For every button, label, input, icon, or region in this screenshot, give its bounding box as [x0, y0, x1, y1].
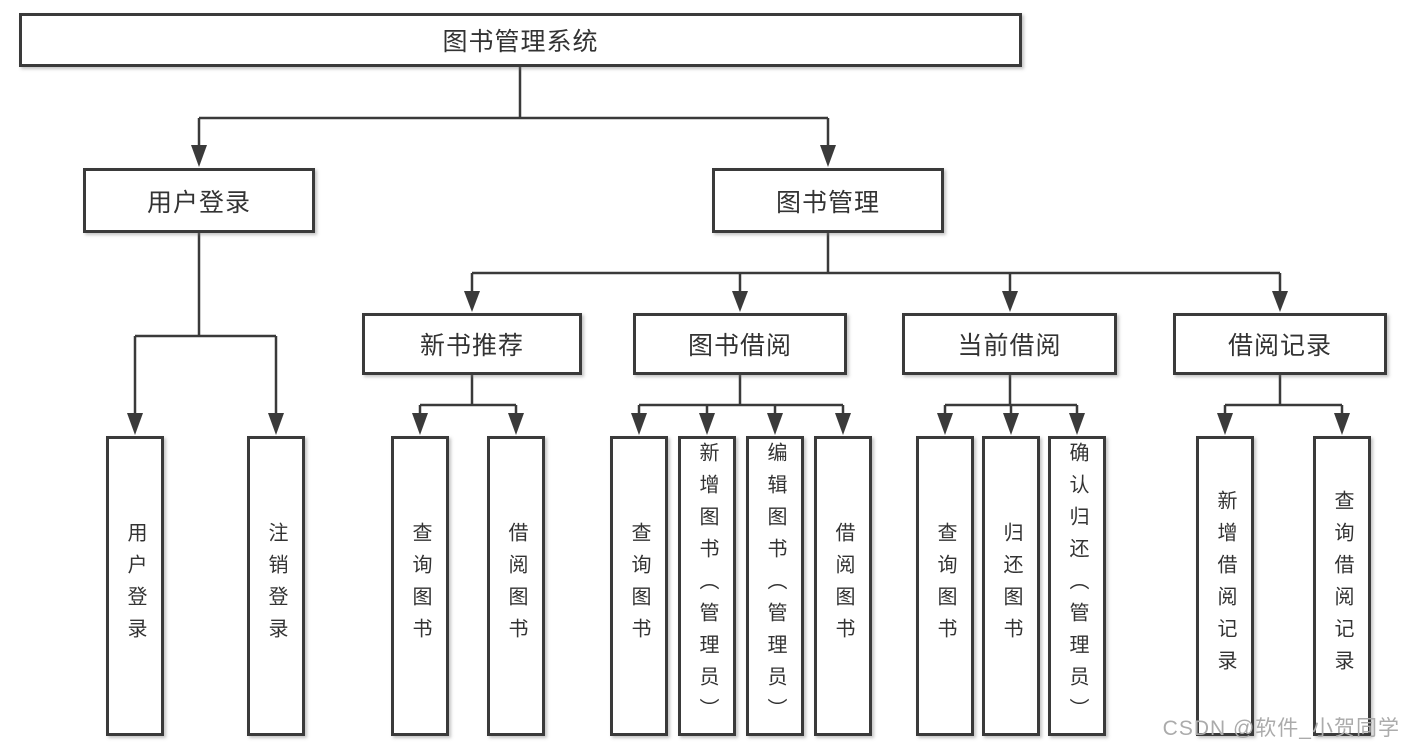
leaf-bb-query-book: 查询图书 — [610, 436, 668, 736]
leaf-br-add-record: 新增借阅记录 — [1196, 436, 1254, 736]
connector-root — [197, 67, 830, 146]
leaf-br-query-record-label: 查询借阅记录 — [1331, 490, 1353, 682]
leaf-bb-edit-book-admin: 编辑图书（管理员） — [746, 436, 804, 736]
leaf-bb-borrow-book: 借阅图书 — [814, 436, 872, 736]
leaf-bb-add-book-admin: 新增图书（管理员） — [678, 436, 736, 736]
leaf-nb-borrow-book: 借阅图书 — [487, 436, 545, 736]
leaf-bb-borrow-book-label: 借阅图书 — [832, 522, 854, 650]
node-user-login-label: 用户登录 — [146, 188, 251, 217]
leaf-cb-query-book: 查询图书 — [916, 436, 974, 736]
leaf-bb-add-book-admin-label: 新增图书（管理员） — [696, 442, 718, 730]
node-root-label: 图书管理系统 — [442, 28, 599, 56]
leaf-cb-return-book: 归还图书 — [982, 436, 1040, 736]
leaf-nb-query-book: 查询图书 — [391, 436, 449, 736]
connector-book-borrow — [637, 375, 845, 413]
node-current-borrow: 当前借阅 — [902, 313, 1117, 375]
connector-user-login — [133, 233, 278, 413]
leaf-br-add-record-label: 新增借阅记录 — [1214, 490, 1236, 682]
leaf-user-login-label: 用户登录 — [124, 522, 146, 650]
leaf-bb-query-book-label: 查询图书 — [628, 522, 650, 650]
leaf-cb-confirm-return-admin-label: 确认归还（管理员） — [1066, 442, 1088, 730]
leaf-cb-return-book-label: 归还图书 — [1000, 522, 1022, 650]
leaf-bb-edit-book-admin-label: 编辑图书（管理员） — [764, 442, 786, 730]
connector-borrow-record — [1223, 375, 1344, 413]
leaf-cb-query-book-label: 查询图书 — [934, 522, 956, 650]
node-book-management-label: 图书管理 — [775, 188, 880, 217]
node-new-book-recommend: 新书推荐 — [362, 313, 582, 375]
arrowheads — [127, 145, 1350, 435]
node-new-book-recommend-label: 新书推荐 — [419, 332, 524, 360]
connector-current-borrow — [943, 375, 1079, 413]
node-book-management: 图书管理 — [712, 168, 944, 233]
connector-new-book-recommend — [418, 375, 518, 413]
node-borrow-record-label: 借阅记录 — [1227, 332, 1332, 360]
node-book-borrow-label: 图书借阅 — [687, 332, 792, 360]
leaf-cb-confirm-return-admin: 确认归还（管理员） — [1048, 436, 1106, 736]
node-book-borrow: 图书借阅 — [633, 313, 847, 375]
node-current-borrow-label: 当前借阅 — [957, 332, 1062, 360]
connector-book-management — [470, 233, 1282, 291]
node-borrow-record: 借阅记录 — [1173, 313, 1387, 375]
leaf-nb-query-book-label: 查询图书 — [409, 522, 431, 650]
leaf-br-query-record: 查询借阅记录 — [1313, 436, 1371, 736]
leaf-logout: 注销登录 — [247, 436, 305, 736]
leaf-nb-borrow-book-label: 借阅图书 — [505, 522, 527, 650]
node-root: 图书管理系统 — [19, 13, 1022, 67]
leaf-logout-label: 注销登录 — [265, 522, 287, 650]
leaf-user-login: 用户登录 — [106, 436, 164, 736]
node-user-login: 用户登录 — [83, 168, 315, 233]
watermark: CSDN @软件_小贺同学 — [1162, 717, 1400, 740]
